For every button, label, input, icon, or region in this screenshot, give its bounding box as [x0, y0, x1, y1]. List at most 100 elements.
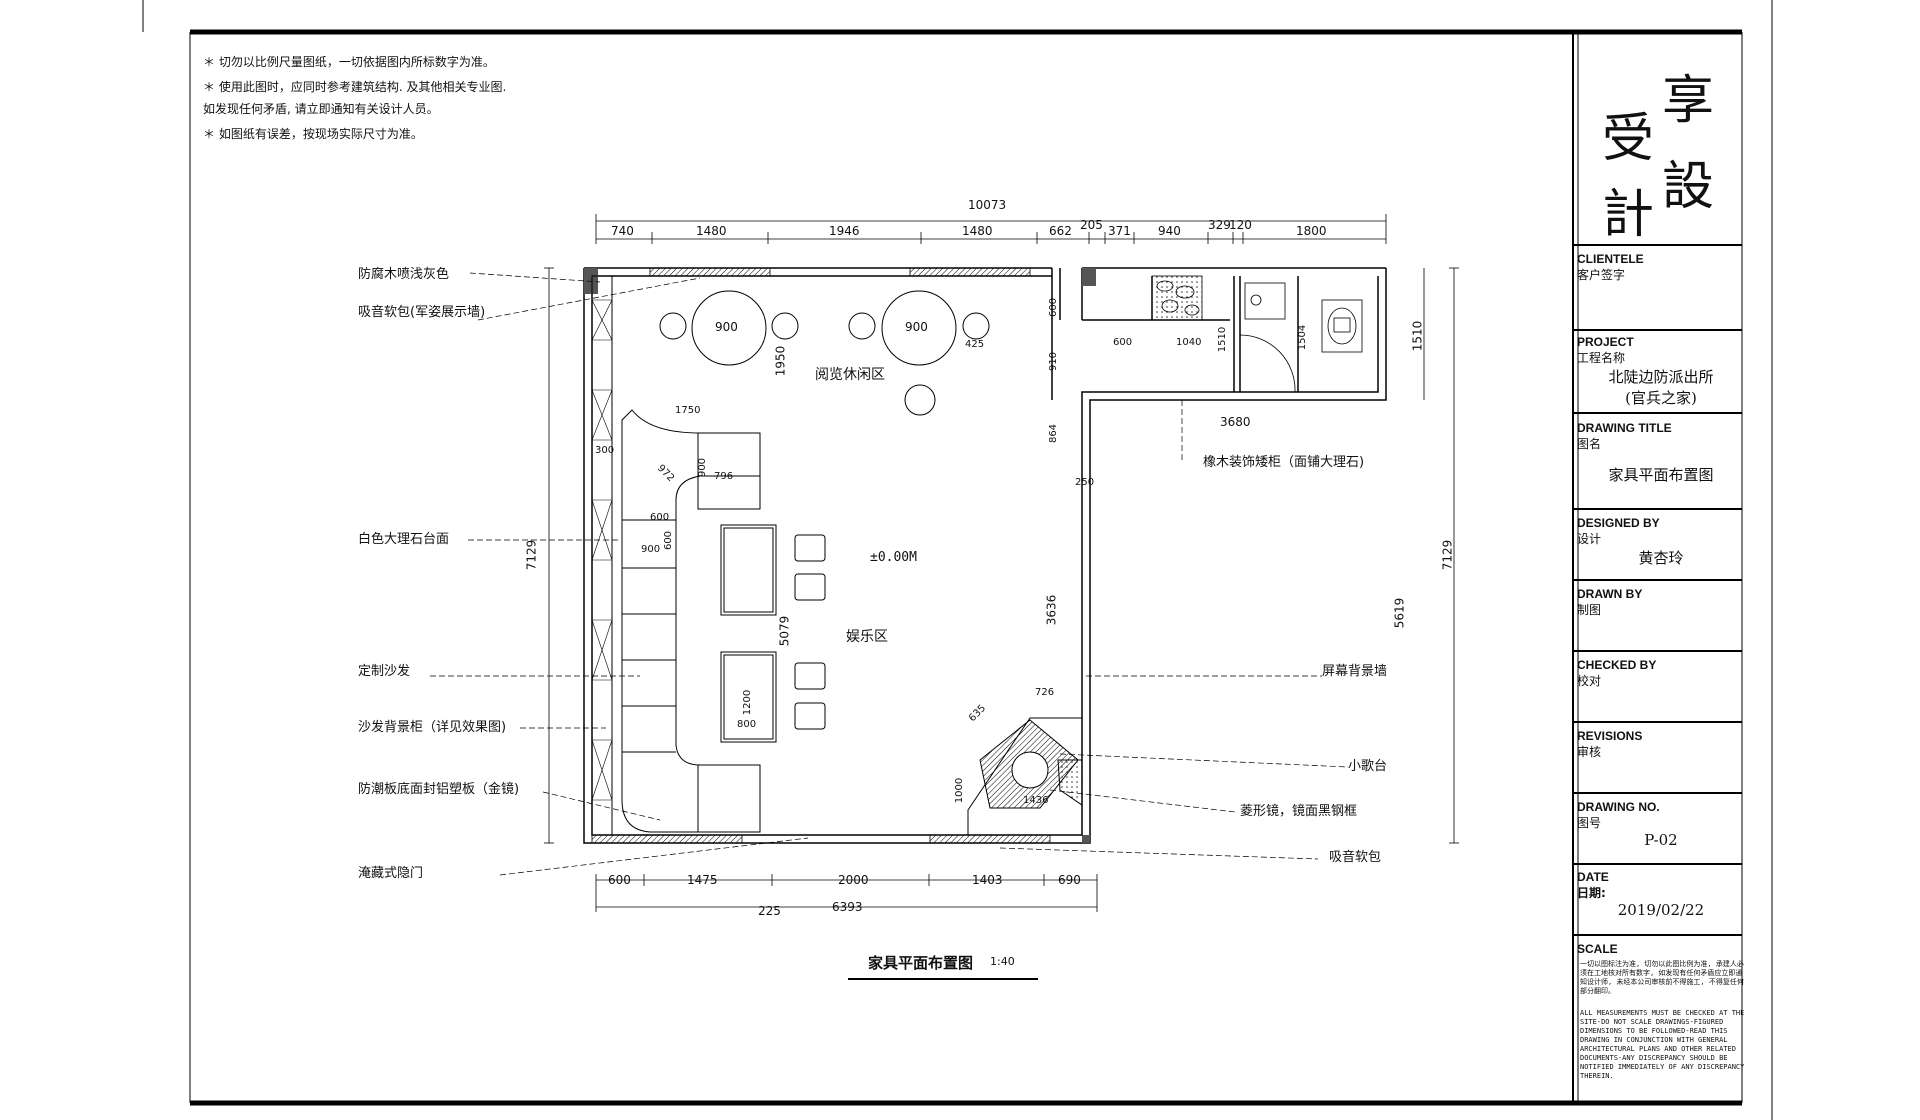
tb-designed: DESIGNED BY 设计 黄杏玲 — [1577, 516, 1745, 568]
note-1: ＊ 切勿以比例尺量图纸，一切依据图内所标数字为准。 — [203, 55, 495, 69]
dim-3636: 3636 — [1044, 594, 1059, 626]
dim-600b: 600 — [663, 530, 675, 551]
note-2: ＊ 使用此图时，应同时参考建筑结构. 及其他相关专业图. — [203, 80, 507, 94]
tb-scale: SCALE — [1577, 942, 1745, 956]
tb-drawn-en: DRAWN BY — [1577, 587, 1643, 601]
dim-864: 864 — [1048, 423, 1060, 444]
dim-3680: 3680 — [1220, 415, 1251, 429]
tb-drawing-no-cn: 图号 — [1577, 816, 1602, 830]
tb-clientele-en: CLIENTELE — [1577, 252, 1644, 266]
dim-top-1480a: 1480 — [696, 224, 727, 238]
dim-top-740: 740 — [611, 224, 634, 238]
dim-300: 300 — [595, 445, 615, 456]
tb-project-cn: 工程名称 — [1577, 351, 1626, 365]
tb-clientele-cn: 客户签字 — [1577, 268, 1626, 282]
tb-scale-en-text: ALL MEASUREMENTS MUST BE CHECKED AT THE … — [1580, 1009, 1745, 1080]
dim-1200: 1200 — [742, 689, 754, 716]
dim-1950: 1950 — [773, 345, 788, 377]
dim-1000: 1000 — [954, 777, 966, 804]
logo-char-3: 設 — [1662, 157, 1715, 217]
dim-900c: 900 — [697, 457, 709, 478]
dim-right-5619: 5619 — [1392, 597, 1407, 629]
dim-600d: 600 — [1113, 337, 1133, 348]
dim-bottom-total: 6393 — [832, 900, 863, 914]
dim-bottom-600: 600 — [608, 873, 631, 887]
tb-drawing-no-value: P-02 — [1644, 831, 1678, 849]
tb-date-cn: 日期: — [1577, 886, 1606, 900]
tb-designed-en: DESIGNED BY — [1577, 516, 1660, 530]
note-4: ＊ 如图纸有误差，按现场实际尺寸为准。 — [203, 127, 423, 141]
label-acoustic-panel-wall: 吸音软包(军姿展示墙) — [358, 305, 486, 320]
dim-600c: 600 — [1048, 297, 1060, 318]
tb-project: PROJECT 工程名称 北陡边防派出所 (官兵之家) — [1577, 335, 1745, 408]
tb-drawn-cn: 制图 — [1577, 603, 1602, 617]
dim-600a: 600 — [650, 512, 670, 523]
tb-date-en: DATE — [1577, 870, 1609, 884]
dim-top-1800: 1800 — [1296, 224, 1327, 238]
plan-title: 家具平面布置图 — [868, 954, 974, 972]
label-moisture-board: 防潮板底面封铝塑板（金镜) — [358, 782, 520, 797]
dim-table-900b: 900 — [905, 320, 928, 334]
dim-bottom-1403: 1403 — [972, 873, 1003, 887]
tb-project-name-1: 北陡边防派出所 — [1608, 368, 1714, 386]
dim-910: 910 — [1048, 351, 1060, 372]
dim-5079: 5079 — [777, 615, 792, 647]
label-custom-sofa: 定制沙发 — [358, 664, 411, 679]
tb-designed-cn: 设计 — [1577, 532, 1602, 546]
floor-level-mark: ±0.00M — [870, 550, 917, 565]
tb-date-value: 2019/02/22 — [1617, 901, 1705, 919]
tb-checked-en: CHECKED BY — [1577, 658, 1657, 672]
tb-checked: CHECKED BY 校对 — [1577, 658, 1745, 689]
dim-top-329: 329 — [1208, 218, 1231, 232]
dim-726: 726 — [1035, 687, 1055, 698]
dim-top-1946: 1946 — [829, 224, 860, 238]
logo-char-4: 計 — [1602, 185, 1655, 245]
tb-drawing-title-value: 家具平面布置图 — [1608, 466, 1714, 484]
dim-top-total: 10073 — [968, 198, 1007, 212]
plan-title-underline — [848, 978, 1038, 980]
tb-designed-value: 黄杏玲 — [1638, 549, 1684, 567]
dim-top-120: 120 — [1229, 218, 1252, 232]
label-screen-wall: 屏幕背景墙 — [1322, 664, 1388, 679]
label-hidden-door: 淹藏式隐门 — [358, 866, 424, 881]
label-oak-low-cabinet: 橡木装饰矮柜（面铺大理石) — [1203, 455, 1365, 470]
label-sofa-back-cabinet: 沙发背景柜（详见效果图) — [358, 720, 507, 735]
tb-project-name-2: (官兵之家) — [1625, 389, 1697, 407]
dim-table-900a: 900 — [715, 320, 738, 334]
tb-drawing-title-cn: 图名 — [1577, 437, 1602, 451]
dim-250: 250 — [1075, 477, 1095, 488]
logo-char-1: 享 — [1662, 71, 1715, 131]
tb-scale-en: SCALE — [1577, 942, 1618, 956]
logo-char-2: 受 — [1602, 109, 1655, 169]
label-small-stage: 小歌台 — [1348, 759, 1388, 774]
dim-bottom-2000: 2000 — [838, 873, 869, 887]
tb-project-en: PROJECT — [1577, 335, 1634, 349]
label-anticorrosive-wood: 防腐木喷浅灰色 — [358, 267, 450, 282]
dim-1510b: 1510 — [1217, 326, 1229, 353]
dim-right-1510: 1510 — [1410, 320, 1425, 352]
dim-1750: 1750 — [675, 405, 701, 416]
dim-top-662: 662 — [1049, 224, 1072, 238]
dim-bottom-1475: 1475 — [687, 873, 718, 887]
label-acoustic-panel: 吸音软包 — [1329, 850, 1382, 865]
dim-796: 796 — [714, 471, 734, 482]
dim-top-1480b: 1480 — [962, 224, 993, 238]
tb-scale-cn-text: 一切以图标注为准, 切勿以此图比例为准, 承建人必须在工地核对所有数字, 如发现… — [1580, 960, 1744, 995]
dim-stool-425: 425 — [965, 339, 985, 350]
tb-checked-cn: 校对 — [1577, 674, 1602, 688]
zone-reading-area: 阅览休闲区 — [815, 367, 885, 383]
tb-drawing-no: DRAWING NO. 图号 P-02 — [1577, 800, 1745, 849]
label-diamond-mirror: 菱形镜，镜面黑钢框 — [1240, 804, 1358, 819]
tb-drawn: DRAWN BY 制图 — [1577, 587, 1745, 618]
tb-clientele: CLIENTELE 客户签字 — [1577, 252, 1745, 283]
dim-right-total: 7129 — [1440, 539, 1455, 571]
dim-900d: 900 — [641, 544, 661, 555]
tb-drawing-title-en: DRAWING TITLE — [1577, 421, 1672, 435]
tb-revisions-cn: 审核 — [1577, 745, 1602, 759]
dim-top-371: 371 — [1108, 224, 1131, 238]
plan-scale: 1:40 — [990, 955, 1015, 968]
dim-top-205: 205 — [1080, 218, 1103, 232]
label-white-marble-top: 白色大理石台面 — [358, 532, 450, 547]
dim-1504: 1504 — [1297, 324, 1309, 351]
dim-left-total: 7129 — [524, 539, 539, 571]
